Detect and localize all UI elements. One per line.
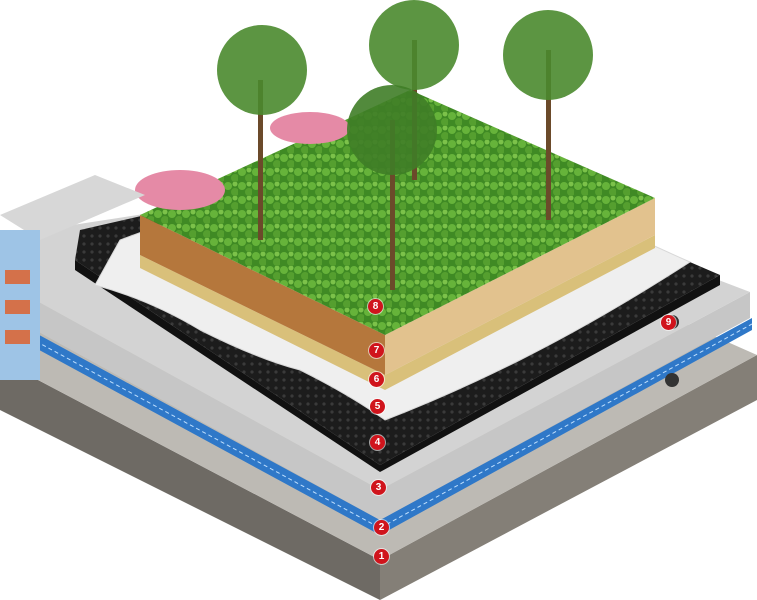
marker-6: 6: [369, 372, 384, 387]
marker-9: 9: [661, 315, 676, 330]
layer-growing-media: [135, 90, 655, 390]
marker-2: 2: [374, 520, 389, 535]
marker-5: 5: [370, 399, 385, 414]
marker-7: 7: [369, 343, 384, 358]
parapet-wall: [0, 175, 145, 380]
marker-3: 3: [371, 480, 386, 495]
drain-outlet-icon: [665, 373, 679, 387]
marker-8: 8: [368, 299, 383, 314]
marker-4: 4: [370, 435, 385, 450]
marker-1: 1: [374, 549, 389, 564]
trees: [217, 0, 593, 290]
layer-waterproofing: [29, 318, 753, 535]
